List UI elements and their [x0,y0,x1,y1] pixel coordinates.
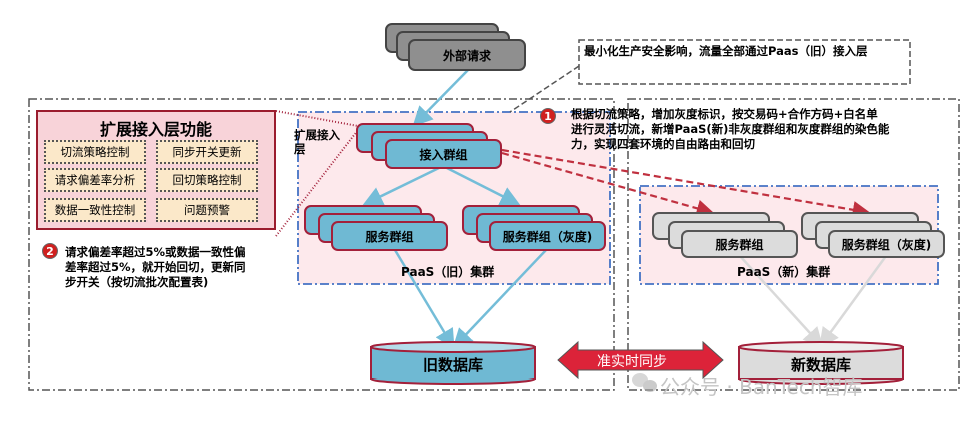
old-database-label: 旧数据库 [422,356,483,374]
flow-external-to-access [412,69,469,127]
note2-line-2: 差率超过5%，就开始回切，更新同 [65,260,246,274]
new-database-label: 新数据库 [790,356,851,374]
func-item-issue-alert: 问题预警 [156,198,258,222]
note1-line-1: 根据切流策略，增加灰度标识，按交易码+合作方码+白名单 [571,107,878,121]
side-label-line-1: 扩展接入 [294,128,340,142]
route-to-new-service-gray [501,148,871,219]
flow-access-to-service [362,164,444,206]
new-database-cylinder [738,341,904,385]
old-service-group-gray-card[interactable]: 服务群组（灰度) [489,221,606,251]
new-service-group-gray-card[interactable]: 服务群组（灰度) [828,230,945,258]
old-database-cylinder [370,341,536,385]
flow-access-to-service-gray [442,164,521,206]
func-item-rollback-strategy: 回切策略控制 [156,168,258,192]
flow-service-gray-to-old-db [452,249,547,349]
extended-access-layer-side-label: 扩展接入 层 [294,128,340,156]
paas-new-cluster-label: PaaS（新）集群 [737,265,831,279]
sync-arrow-label: 准实时同步 [597,354,667,370]
access-group-label: 接入群组 [419,147,468,162]
note1-badge: 1 [540,108,556,124]
sync-double-arrow [557,340,724,380]
note2-badge: 2 [42,243,58,259]
access-group-card[interactable]: 接入群组 [385,139,502,169]
wechat-icon [632,373,657,392]
old-service-group-card[interactable]: 服务群组 [331,221,448,251]
paas-old-cluster-label: PaaS（旧）集群 [401,265,495,279]
extended-access-layer-functions-panel: 扩展接入层功能 切流策略控制 同步开关更新 请求偏差率分析 回切策略控制 数据一… [36,110,276,230]
func-panel-link-bottom [275,129,359,237]
old-service-group-gray-label: 服务群组（灰度) [502,229,593,244]
old-service-group-label: 服务群组 [365,229,414,244]
route-to-new-service [501,151,715,217]
top-note-box [578,39,911,85]
flow-new-service-to-new-db [739,255,824,348]
new-environment-boundary [627,98,960,391]
func-panel-link-top [275,110,359,127]
func-item-data-consistency: 数据一致性控制 [44,198,146,222]
note2-text: 请求偏差率超过5%或数据一致性偏 差率超过5%，就开始回切，更新同 步开关（按切… [65,245,246,290]
func-item-cutover-strategy: 切流策略控制 [44,140,146,164]
side-label-line-2: 层 [294,142,306,156]
old-environment-boundary [28,98,615,391]
new-service-group-gray-label: 服务群组（灰度) [841,237,932,252]
note2-line-1: 请求偏差率超过5%或数据一致性偏 [65,245,246,259]
func-item-request-deviation-analysis: 请求偏差率分析 [44,168,146,192]
note1-line-3: 力，实现四套环境的自由路由和回切 [571,137,755,151]
external-request-label: 外部请求 [442,48,491,63]
func-item-sync-switch-update: 同步开关更新 [156,140,258,164]
watermark-text: 公众号 · BanTech智库 [660,375,863,399]
note1-line-2: 进行灵活切流，新增PaaS(新)非灰度群组和灰度群组的染色能 [571,122,890,136]
top-note-text: 最小化生产安全影响，流量全部通过Paas（旧）接入层 [584,44,868,58]
flow-service-to-old-db [393,249,455,350]
new-service-group-label: 服务群组 [715,237,764,252]
flow-new-service-gray-to-new-db [819,255,888,349]
external-request-card[interactable]: 外部请求 [408,39,526,71]
note2-line-3: 步开关（按切流批次配置表) [65,275,209,289]
new-service-group-card[interactable]: 服务群组 [681,230,798,258]
note1-text: 根据切流策略，增加灰度标识，按交易码+合作方码+白名单 进行灵活切流，新增Paa… [571,107,889,152]
note-connector-line [509,65,580,113]
func-panel-title: 扩展接入层功能 [99,120,212,139]
